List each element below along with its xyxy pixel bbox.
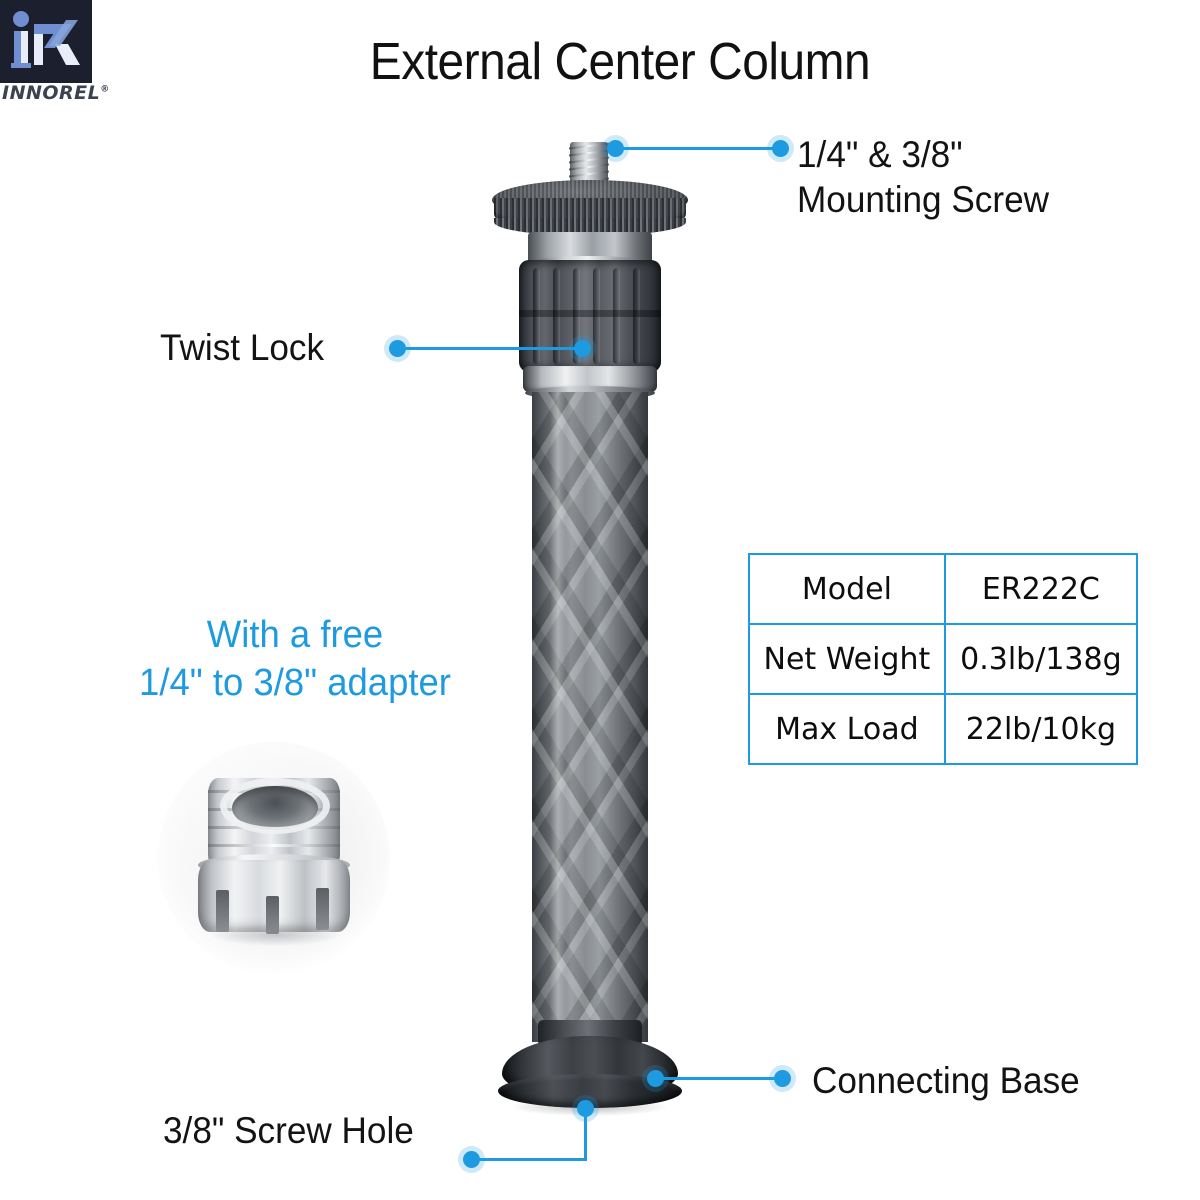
leader-dot-twist-lock-anchor (574, 340, 591, 357)
specifications-table: Model ER222C Net Weight 0.3lb/138g Max L… (748, 553, 1139, 765)
twist-lock-collar (519, 260, 661, 372)
free-adapter-promo-text: With a free 1/4" to 3/8" adapter (139, 614, 451, 704)
knurled-disc-band (494, 218, 686, 236)
leader-line-screw-hole-vertical (584, 1108, 587, 1160)
spec-label-net-weight: Net Weight (748, 623, 946, 695)
adapter-photo (158, 742, 390, 974)
carbon-fiber-tube (532, 392, 648, 1042)
brand-wordmark: INNOREL® (2, 84, 109, 103)
leader-line-twist-lock (397, 347, 582, 350)
ir-monogram-icon (0, 0, 92, 83)
leader-dot-mounting-screw-anchor (607, 140, 624, 157)
brand-logo: INNOREL® (0, 0, 109, 110)
center-column-product-image (470, 140, 710, 1130)
spec-value-net-weight: 0.3lb/138g (943, 623, 1139, 695)
spec-label-model: Model (748, 553, 946, 625)
spec-value-model: ER222C (943, 553, 1139, 625)
ir-monogram-svg (11, 11, 80, 68)
table-row: Max Load 22lb/10kg (748, 693, 1139, 765)
leader-line-mounting-screw (615, 147, 781, 150)
mounting-screw-stud (569, 142, 609, 186)
leader-dot-screw-hole-anchor (577, 1100, 594, 1117)
adapter-flange (198, 860, 350, 934)
callout-screw-hole: 3/8" Screw Hole (163, 1110, 414, 1151)
callout-connecting-base: Connecting Base (812, 1060, 1080, 1101)
leader-dot-screw-hole-label (463, 1151, 480, 1168)
callout-mounting-screw: 1/4" & 3/8" Mounting Screw (797, 134, 1050, 221)
callout-twist-lock: Twist Lock (160, 327, 325, 368)
leader-line-connecting-base (655, 1077, 783, 1080)
brand-wordmark-text: INNOREL (2, 82, 101, 104)
adapter-shadow (210, 924, 340, 946)
leader-dot-twist-lock-label (389, 340, 406, 357)
twist-lock-seam (519, 310, 661, 317)
leader-dot-connecting-base-label (774, 1070, 791, 1087)
leader-line-screw-hole-horizontal (471, 1158, 587, 1161)
registered-mark: ® (100, 84, 110, 95)
spec-label-max-load: Max Load (748, 693, 946, 765)
adapter-bore-rim (220, 778, 330, 834)
spec-value-max-load: 22lb/10kg (943, 693, 1139, 765)
table-row: Model ER222C (748, 553, 1139, 625)
tube-highlight (550, 392, 566, 1042)
leader-dot-connecting-base-anchor (647, 1070, 664, 1087)
leader-dot-mounting-screw-label (772, 140, 789, 157)
table-row: Net Weight 0.3lb/138g (748, 623, 1139, 695)
page-title: External Center Column (369, 33, 871, 91)
